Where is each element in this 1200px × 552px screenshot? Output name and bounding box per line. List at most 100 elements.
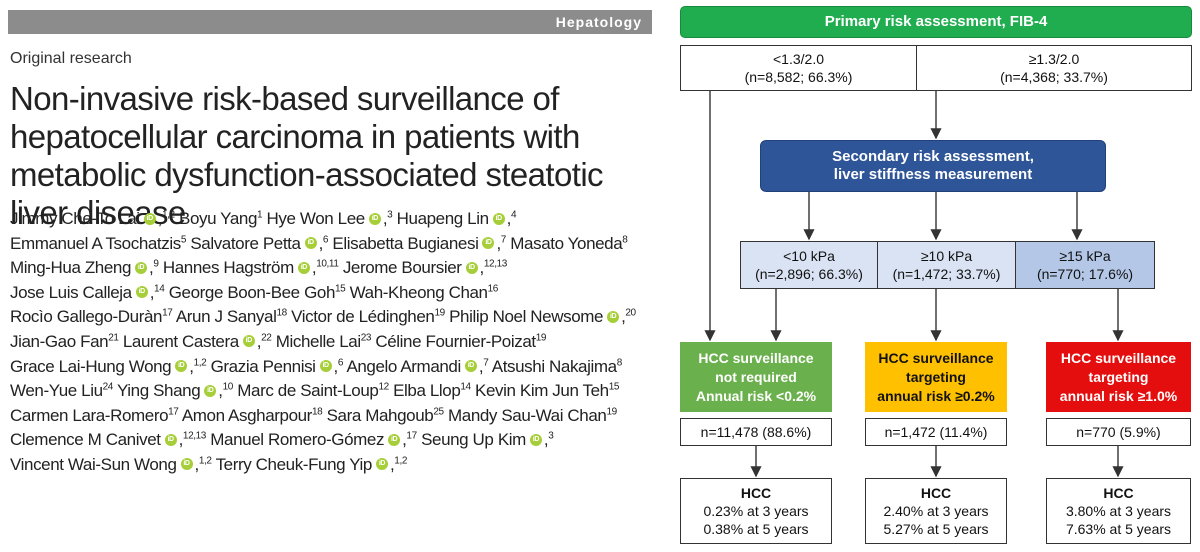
author: Amon Asgharpour18 [182,406,323,425]
primary-risk-label: Primary risk assessment, FIB-4 [824,13,1048,30]
affiliation-number: 19 [434,307,445,319]
author-name: Wah-Kheong Chan [349,282,488,302]
affiliation-number: 15 [608,381,620,393]
orcid-icon[interactable]: iD [607,310,620,323]
journal-name: Hepatology [555,14,642,30]
author-name: Marc de Saint-Loup [237,381,379,401]
author: Boyu Yang1 [179,209,263,228]
primary-risk-box: Primary risk assessment, FIB-4 [680,6,1192,38]
orcid-icon[interactable]: iD [175,360,188,373]
author: Céline Fournier-Poizat19 [375,332,546,351]
orcid-icon[interactable]: iD [204,384,217,397]
lsm-high-box: ≥15 kPa (n=770; 17.6%) [1015,241,1155,289]
lsm-low-count: (n=2,896; 66.3%) [755,266,863,282]
affiliation-number: 8 [622,233,628,245]
affiliation-number: 12,13 [182,430,206,442]
affiliation-number: 5 [180,233,187,245]
lsm-mid-count: (n=1,472; 33.7%) [892,266,1001,282]
affiliation-number: 23 [360,332,372,344]
author: Wah-Kheong Chan16 [349,282,499,302]
affiliation-number: 14 [154,283,165,295]
outcome-line1: HCC surveillance [698,349,814,366]
outcome-targeting-10-box: HCC surveillance targeting annual risk ≥… [1046,342,1191,412]
author: Elba Llop14 [393,381,471,400]
author: Arun J Sanyal18 [176,307,287,326]
orcid-icon[interactable]: iD [304,237,317,250]
author-name: Masato Yoneda [510,233,623,253]
orcid-icon[interactable]: iD [465,261,478,274]
lsm-high-label: ≥15 kPa [1059,248,1111,264]
affiliation-number: 7 [483,356,489,368]
hcc-title: HCC [740,485,772,501]
author: Kevin Kim Jun Teh15 [475,381,619,400]
orcid-icon[interactable]: iD [492,212,505,225]
outcome-line1: HCC surveillance [878,349,994,366]
hcc-risk-targeting-02-box: HCC 2.40% at 3 years 5.27% at 5 years [865,478,1007,544]
author-name: Céline Fournier-Poizat [375,331,536,351]
author: Carmen Lara-Romero17 [10,406,179,425]
author-name: Grazia Pennisi [210,356,316,376]
orcid-icon[interactable]: iD [368,212,381,225]
affiliation-number: 14 [460,381,471,393]
author-name: Hannes Hagström [162,258,294,278]
author: Atsushi Nakajima8 [492,357,623,376]
orcid-icon[interactable]: iD [529,433,542,446]
orcid-icon[interactable]: iD [242,335,255,348]
lsm-mid-box: ≥10 kPa (n=1,472; 33.7%) [877,241,1016,289]
affiliation-number: 17 [162,307,173,319]
affiliation-number: 16 [487,283,499,295]
affiliation-number: 20 [625,307,636,319]
orcid-icon[interactable]: iD [388,433,401,446]
orcid-icon[interactable]: iD [464,360,477,373]
orcid-icon[interactable]: iD [180,458,193,471]
orcid-icon[interactable]: iD [375,458,388,471]
affiliation-number: 24 [102,381,114,393]
hcc-risk-targeting-10-box: HCC 3.80% at 3 years 7.63% at 5 years [1046,478,1191,544]
secondary-risk-box: Secondary risk assessment, liver stiffne… [760,140,1106,192]
author: Emmanuel A Tsochatzis5 [10,234,186,253]
article-title: Non-invasive risk-based surveillance of … [10,80,604,231]
orcid-icon[interactable]: iD [135,261,148,274]
affiliation-number: 25 [433,406,444,418]
orcid-icon[interactable]: iD [319,360,332,373]
secondary-risk-line2: liver stiffness measurement [833,166,1033,183]
author-name: Jose Luis Calleja [10,282,132,302]
outcome-not-required-box: HCC surveillance not required Annual ris… [680,342,832,412]
author-name: Emmanuel A Tsochatzis [10,233,181,253]
fib4-high-box: ≥1.3/2.0 (n=4,368; 33.7%) [916,45,1192,91]
author-name: Angelo Armandi [346,356,461,376]
article-type: Original research [10,50,132,67]
outcome-line2: targeting [906,368,966,385]
author-name: Boyu Yang [179,209,258,228]
orcid-icon[interactable]: iD [164,433,177,446]
fib4-high-count: (n=4,368; 33.7%) [1000,69,1108,85]
outcome-line3: Annual risk <0.2% [695,387,817,404]
author-name: Ming-Hua Zheng [10,258,132,278]
orcid-icon[interactable]: iD [143,212,156,225]
author-name: Seung Up Kim [421,430,526,450]
orcid-icon[interactable]: iD [135,286,148,299]
author-name: Huapeng Lin [396,209,489,228]
outcome-line2: not required [715,368,797,385]
fib4-low-count: (n=8,582; 66.3%) [744,69,853,85]
affiliation-number: 12 [378,381,389,393]
fib4-high-label: ≥1.3/2.0 [1028,51,1080,67]
affiliation-number: 9 [153,258,159,270]
author-name: Mandy Sau-Wai Chan [448,405,607,425]
author-name: George Boon-Bee Goh [168,282,336,302]
affiliation-number: 17 [406,430,417,442]
orcid-icon[interactable]: iD [297,261,310,274]
secondary-risk-line1: Secondary risk assessment, [832,148,1034,165]
count-targeting-10-box: n=770 (5.9%) [1046,418,1191,446]
affiliation-number: 19 [535,332,547,344]
orcid-icon[interactable]: iD [482,237,495,250]
author-name: Wen-Yue Liu [10,381,103,401]
